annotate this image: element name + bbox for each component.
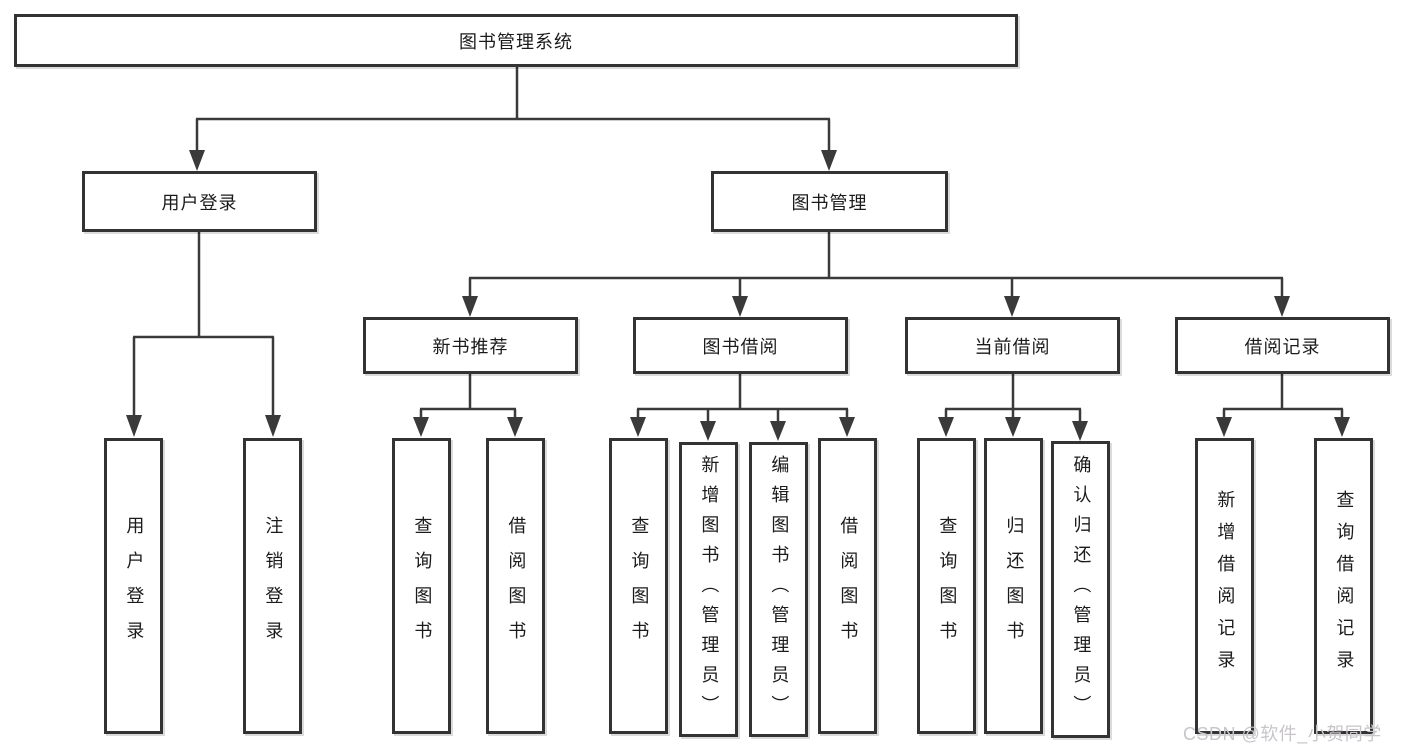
leaf-add-borrow-record: 新增借阅记录 [1195,438,1254,734]
leaf-query-borrow-record-label: 查询借阅记录 [1334,490,1355,682]
leaf-add-books-admin: 新增图书（管理员） [679,442,738,737]
leaf-user-login: 用户登录 [104,438,163,734]
connector-segments [132,66,1344,424]
node-borrow-records-label: 借阅记录 [1244,336,1321,357]
leaf-query-books-borrowing-label: 查询图书 [629,516,650,656]
leaf-logout: 注销登录 [243,438,302,734]
leaf-query-books-recommend: 查询图书 [392,438,451,734]
leaf-borrow-books-borrowing-label: 借阅图书 [838,516,859,656]
leaf-logout-label: 注销登录 [263,516,284,656]
node-borrow-records: 借阅记录 [1175,317,1390,374]
node-root-label: 图书管理系统 [459,31,573,52]
leaf-return-books-label: 归还图书 [1004,516,1025,656]
node-root: 图书管理系统 [14,14,1018,67]
leaf-add-borrow-record-label: 新增借阅记录 [1215,490,1236,682]
watermark: CSDN @软件_小贺同学 [1183,724,1382,744]
leaf-query-books-borrowing: 查询图书 [609,438,668,734]
node-user-login-label: 用户登录 [161,192,238,213]
node-book-management: 图书管理 [711,171,948,232]
leaf-user-login-label: 用户登录 [124,516,145,656]
leaf-edit-books-admin-label: 编辑图书（管理员） [769,454,790,725]
leaf-add-books-admin-label: 新增图书（管理员） [699,454,720,725]
leaf-confirm-return-admin: 确认归还（管理员） [1051,441,1110,738]
leaf-edit-books-admin: 编辑图书（管理员） [749,442,808,737]
leaf-borrow-books-recommend: 借阅图书 [486,438,545,734]
leaf-query-books-current-label: 查询图书 [937,516,958,656]
node-book-borrowing-label: 图书借阅 [702,336,779,357]
node-book-borrowing: 图书借阅 [633,317,848,374]
leaf-query-books-recommend-label: 查询图书 [412,516,433,656]
leaf-query-books-current: 查询图书 [917,438,976,734]
node-book-management-label: 图书管理 [791,192,868,213]
node-new-book-recommend-label: 新书推荐 [432,336,509,357]
node-new-book-recommend: 新书推荐 [363,317,578,374]
leaf-borrow-books-borrowing: 借阅图书 [818,438,877,734]
leaf-query-borrow-record: 查询借阅记录 [1314,438,1373,734]
node-user-login: 用户登录 [82,171,317,232]
leaf-confirm-return-admin-label: 确认归还（管理员） [1071,454,1092,725]
leaf-borrow-books-recommend-label: 借阅图书 [506,516,527,656]
leaf-return-books: 归还图书 [984,438,1043,734]
node-current-borrowing: 当前借阅 [905,317,1120,374]
node-current-borrowing-label: 当前借阅 [974,336,1051,357]
